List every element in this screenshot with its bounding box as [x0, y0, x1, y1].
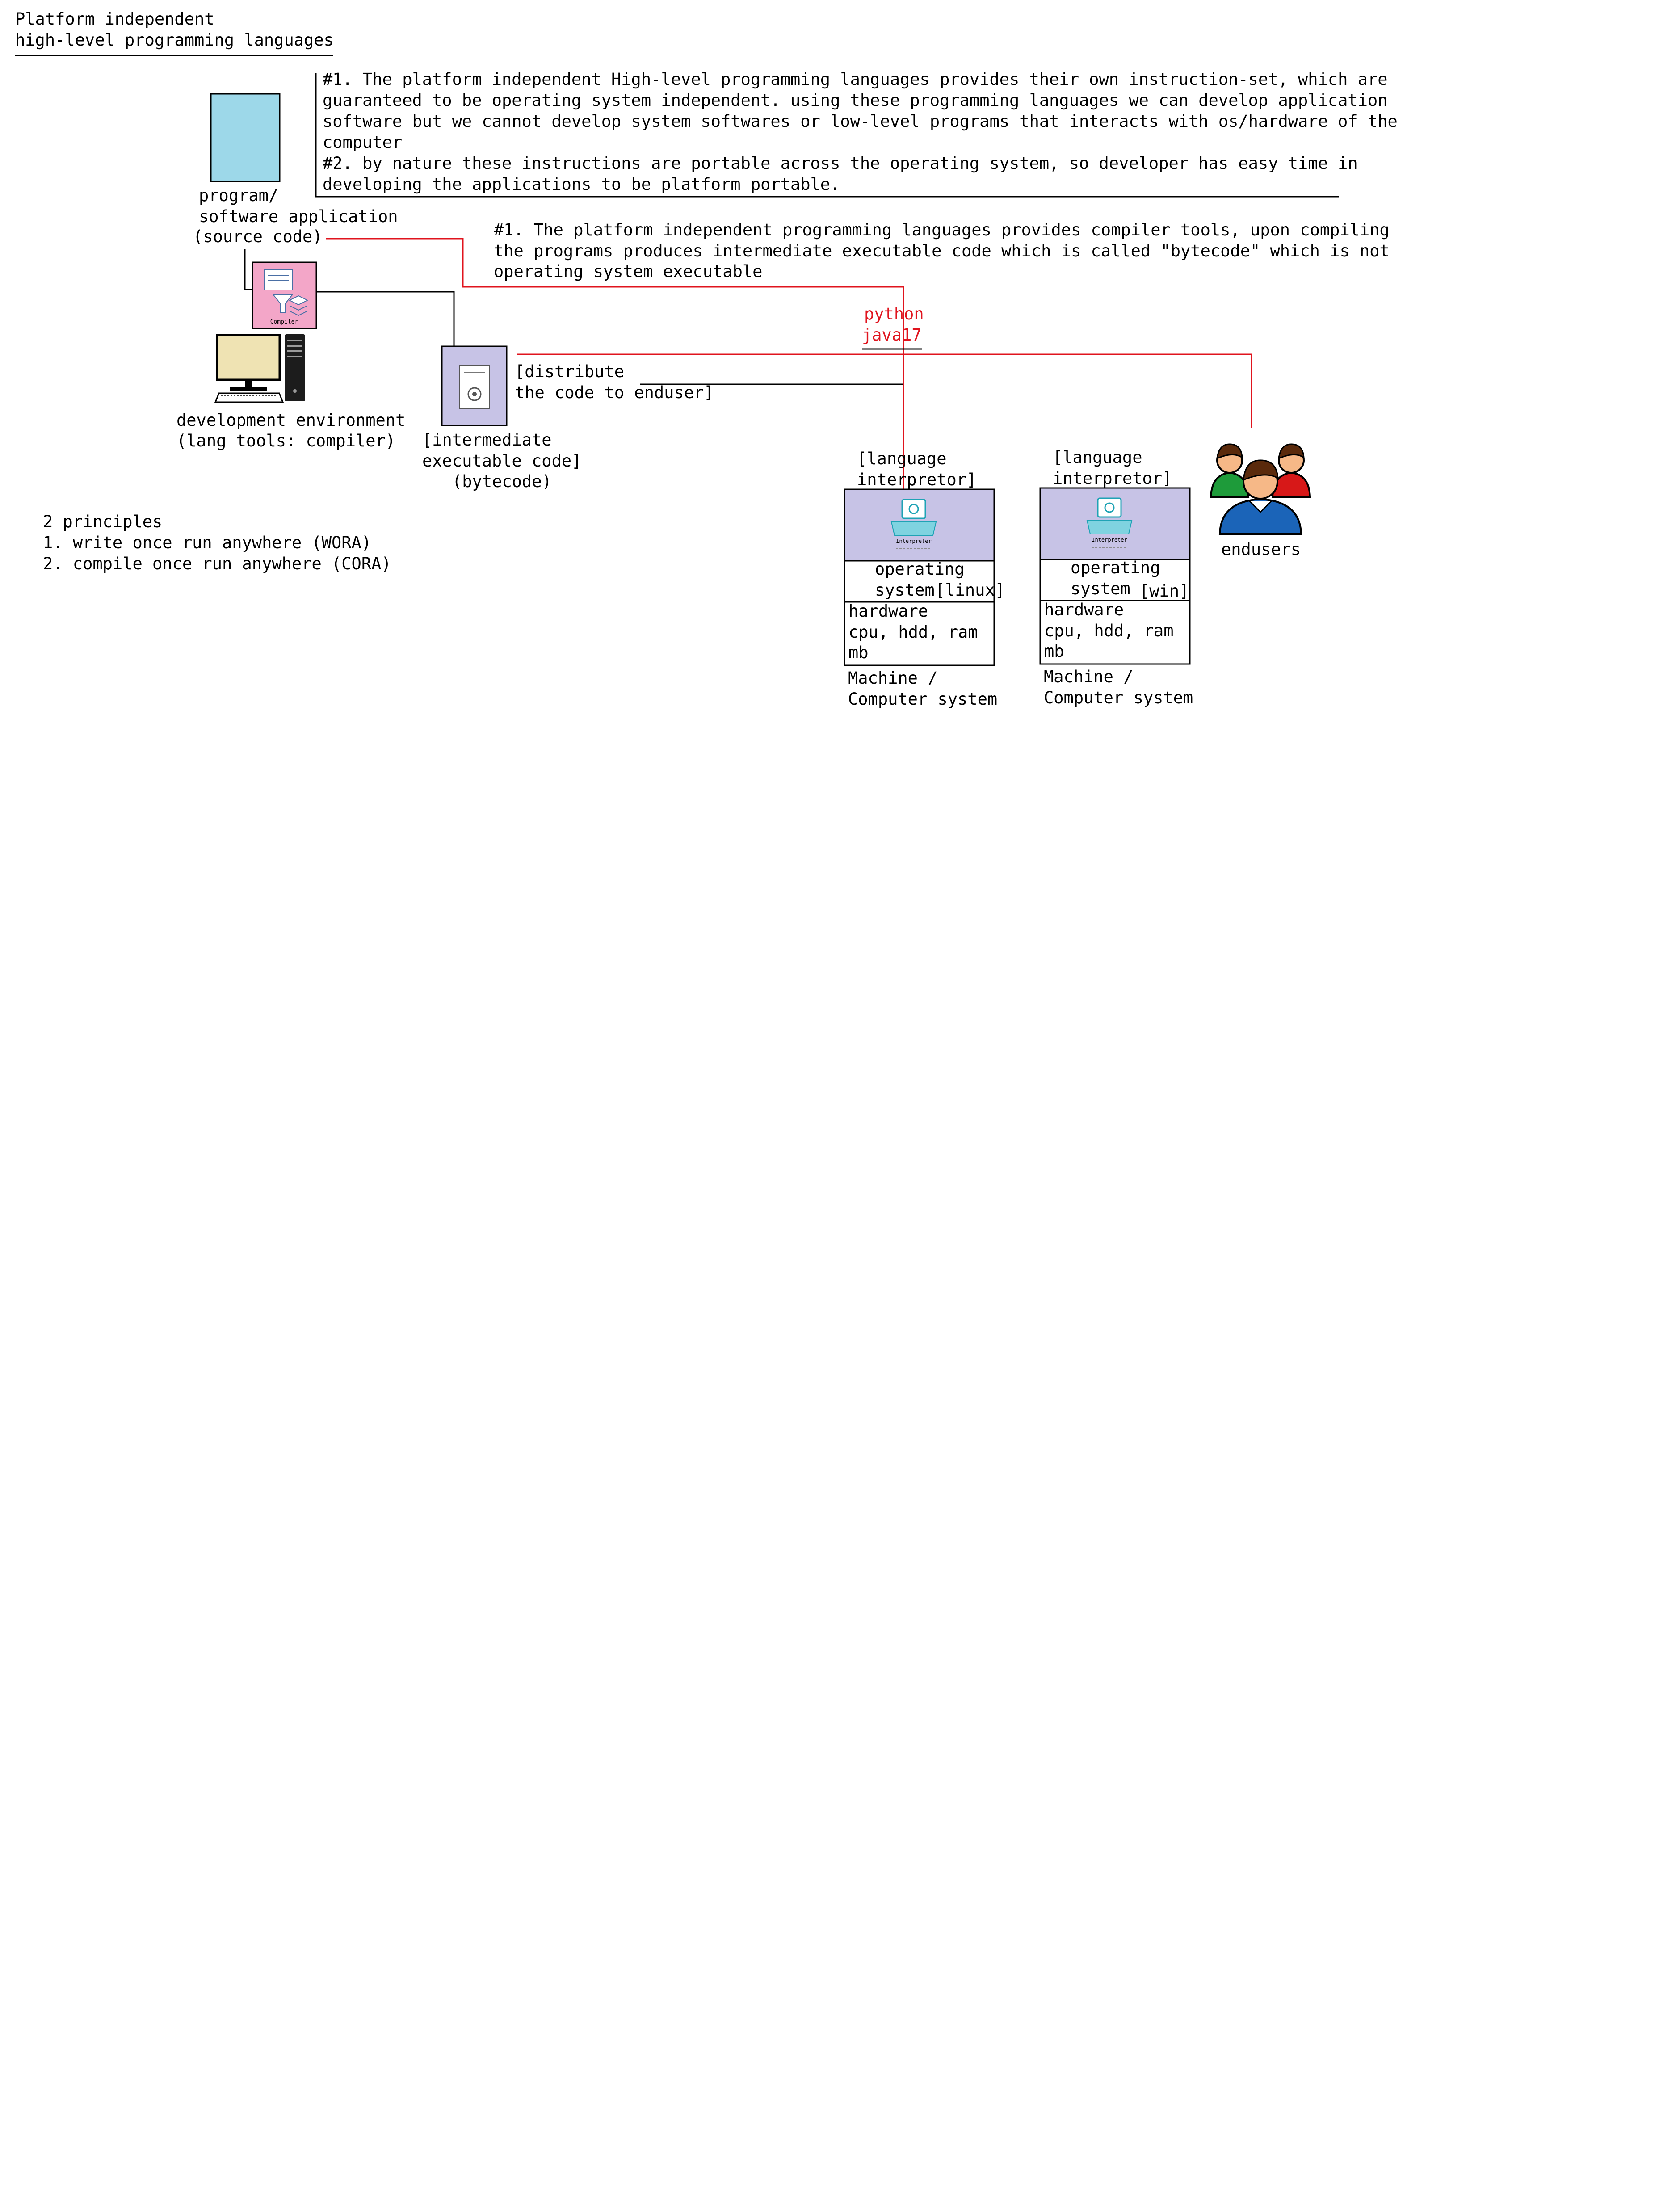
gear-icon — [467, 387, 482, 401]
language-java17: java17 — [862, 325, 922, 345]
note2-line: the programs produces intermediate execu… — [494, 241, 1390, 261]
hardware-label: mb — [848, 643, 869, 662]
os-box — [1039, 559, 1191, 601]
source-code-label: program/ — [199, 186, 278, 205]
distribute-line: the code to enduser] — [515, 383, 714, 402]
title-line: high-level programming languages — [15, 30, 334, 50]
note1-line: #1. The platform independent High-level … — [323, 70, 1388, 89]
bytecode-node: [intermediate executable code] (bytecode… — [422, 345, 581, 491]
dev-env-label: development environment (lang tools: com… — [176, 411, 405, 450]
bytecode-label: (bytecode) — [452, 472, 552, 491]
interpreter-label: interpretor] — [1053, 469, 1172, 488]
endusers-label: endusers — [1221, 540, 1301, 559]
note-instruction-set: #1. The platform independent High-level … — [315, 70, 1398, 198]
keyboard — [214, 392, 284, 403]
hardware-label: cpu, hdd, ram — [848, 622, 978, 642]
os-label: system — [1071, 579, 1130, 598]
hardware-box — [844, 601, 995, 666]
source-code-node: program/ software application (source co… — [193, 93, 398, 246]
interpreter-caption: Interpreter — [896, 538, 931, 544]
os-label: operating — [1071, 558, 1160, 577]
bytecode-label: [intermediate — [422, 430, 552, 450]
interpreter-icon: Interpreter — [890, 499, 937, 549]
page-glyph — [459, 365, 490, 409]
machine-caption: Computer system — [1044, 688, 1193, 707]
interpreter-caption: Interpreter — [1092, 537, 1127, 543]
monitor-screen — [216, 334, 281, 381]
dev-env-line: development environment — [176, 411, 405, 430]
os-tag: [win] — [1139, 581, 1189, 601]
note1-bracket — [315, 73, 1339, 198]
connector-bytecode-to-endusers — [517, 353, 1252, 428]
compiler-window-glyph — [264, 269, 293, 290]
hardware-label: hardware — [1044, 600, 1124, 619]
connector-compiler-to-bytecode — [316, 291, 455, 346]
source-code-label: (source code) — [193, 227, 323, 246]
note1-line: software but we cannot develop system so… — [323, 112, 1398, 131]
note1-line: developing the applications to be platfo… — [323, 175, 840, 194]
title-line: Platform independent — [15, 9, 214, 29]
os-label: operating — [875, 559, 964, 579]
source-code-label: software application — [199, 207, 398, 226]
interpreter-label: [language — [1053, 448, 1142, 467]
users-icon — [1210, 443, 1311, 535]
interpreter-label: interpretor] — [857, 470, 976, 489]
os-box — [844, 560, 995, 603]
distribute-label: [distribute the code to enduser] — [515, 362, 714, 402]
machine-caption: Computer system — [848, 689, 997, 709]
machine-linux: [language interpretor] Interpreter opera… — [844, 449, 1005, 709]
os-tag: [linux] — [935, 580, 1005, 600]
note1-line: #2. by nature these instructions are por… — [323, 154, 1358, 173]
dev-env-line: (lang tools: compiler) — [176, 431, 395, 450]
machine-caption: Machine / — [1044, 667, 1133, 686]
document-icon — [210, 93, 281, 182]
principles-heading: 2 principles — [43, 512, 162, 531]
computer-icon — [214, 334, 305, 403]
hardware-label: mb — [1044, 642, 1064, 661]
note1-line: guaranteed to be operating system indepe… — [323, 91, 1388, 110]
compiler-node: Compiler — [252, 261, 317, 329]
compiler-caption: Compiler — [270, 319, 298, 325]
interpreter-label: [language — [857, 449, 946, 468]
note1-line: computer — [323, 133, 402, 152]
note2-line: operating system executable — [494, 262, 762, 281]
hardware-label: hardware — [848, 601, 928, 621]
funnel-glyph — [272, 294, 294, 313]
distribute-line: [distribute — [515, 362, 624, 381]
connector-source-to-compiler — [244, 249, 252, 290]
os-label: system — [875, 580, 935, 600]
hardware-label: cpu, hdd, ram — [1044, 621, 1174, 640]
machine-caption: Machine / — [848, 668, 937, 688]
principle-item: 2. compile once run anywhere (CORA) — [43, 554, 391, 573]
machine-win: [language interpretor] Interpreter opera… — [1039, 448, 1193, 707]
red-connectors — [326, 238, 1252, 498]
black-connectors — [244, 249, 903, 385]
note-bytecode: #1. The platform independent programming… — [494, 220, 1390, 281]
principle-item: 1. write once run anywhere (WORA) — [43, 533, 371, 552]
connector-source-to-interpreter — [326, 238, 904, 498]
interpreter-icon: Interpreter — [1086, 497, 1133, 548]
languages-label: python java17 — [862, 304, 924, 350]
title-block: Platform independent high-level programm… — [15, 9, 334, 56]
language-python: python — [864, 304, 924, 324]
bytecode-label: executable code] — [422, 451, 581, 471]
principles-block: 2 principles 1. write once run anywhere … — [43, 512, 391, 573]
note2-line: #1. The platform independent programming… — [494, 220, 1390, 240]
hardware-box — [1039, 600, 1191, 665]
